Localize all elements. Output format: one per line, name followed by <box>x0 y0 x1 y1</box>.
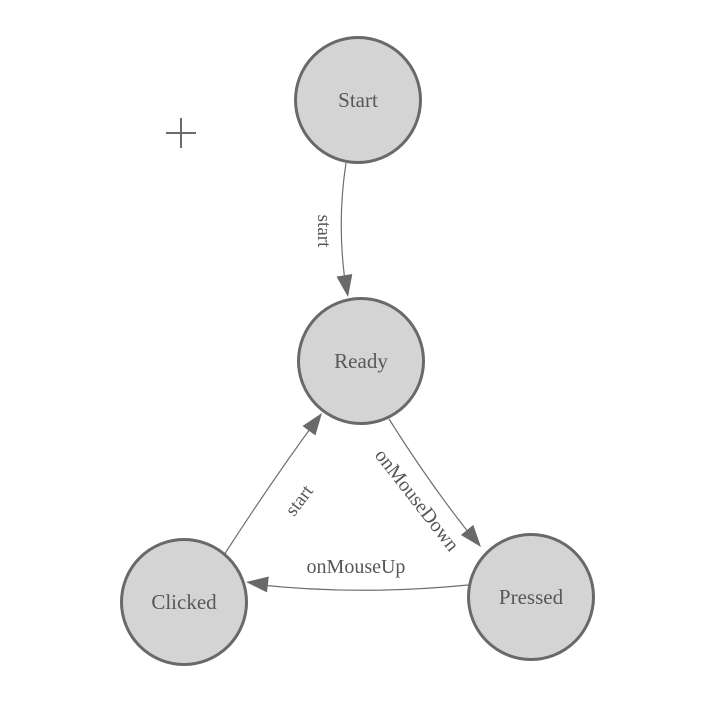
transition-pressed-to-clicked[interactable]: onMouseUp <box>246 556 469 593</box>
state-label: Pressed <box>499 585 564 609</box>
transition-label: start <box>281 481 318 520</box>
state-circle <box>120 538 248 666</box>
transition-label: start <box>313 215 334 248</box>
state-node-clicked[interactable]: Clicked <box>120 538 248 666</box>
state-node-start[interactable]: Start <box>294 36 422 164</box>
transition-edge-line <box>223 417 319 556</box>
state-node-pressed[interactable]: Pressed <box>467 533 595 661</box>
transition-label: onMouseUp <box>307 556 406 578</box>
state-circle <box>467 533 595 661</box>
transition-clicked-to-ready[interactable]: start <box>223 413 322 556</box>
transition-edge-line <box>340 162 348 295</box>
arrowhead-icon <box>302 413 322 436</box>
state-circle <box>297 297 425 425</box>
state-label: Clicked <box>151 590 217 614</box>
state-node-ready[interactable]: Ready <box>297 297 425 425</box>
origin-crosshair-icon <box>166 118 196 148</box>
state-circle <box>294 36 422 164</box>
arrowhead-icon <box>336 274 353 297</box>
transition-edge-line <box>251 583 469 591</box>
transition-start-to-ready[interactable]: start <box>313 162 353 297</box>
state-label: Start <box>338 88 378 112</box>
transition-ready-to-pressed[interactable]: onMouseDown <box>370 418 481 556</box>
state-label: Ready <box>334 349 388 373</box>
arrowhead-icon <box>460 524 481 547</box>
arrowhead-icon <box>246 576 269 593</box>
